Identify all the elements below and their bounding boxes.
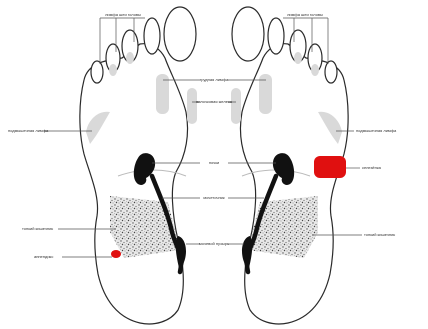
right-big-toe: [232, 7, 264, 61]
label-lymph-head-neck-right: лимфа шеи головы: [287, 12, 323, 17]
left-foot-outline: [80, 44, 188, 324]
right-bladder: [242, 236, 252, 273]
left-foot: [80, 7, 197, 324]
label-appendix: аппендикс: [34, 254, 53, 259]
label-ureters: мочеточник: [203, 195, 224, 200]
label-axillary-left: подмышечная лимфа: [8, 128, 48, 133]
right-toe-5: [325, 61, 337, 83]
right-thymus-zone: [231, 88, 241, 124]
label-bladder: мочевой пузырь: [199, 241, 229, 246]
label-spleen: селезёнка: [362, 165, 381, 170]
spleen-spot: [314, 156, 346, 178]
right-toe-2: [268, 18, 284, 54]
label-thymus: вилочковая железа: [196, 99, 232, 104]
label-small-intestine-right: тонкий кишечник: [364, 232, 395, 237]
label-axillary-right: подмышечная лимфа: [356, 128, 396, 133]
left-toe-lymph-zone-3: [126, 52, 134, 64]
left-bladder: [176, 236, 186, 273]
left-thymus-zone: [187, 88, 197, 124]
left-big-toe: [164, 7, 196, 61]
right-foot-outline: [240, 44, 348, 324]
right-foot: [231, 7, 348, 324]
right-axillary-zone: [318, 112, 342, 144]
left-toe-5: [91, 61, 103, 83]
label-small-intestine-left: тонкий кишечник: [22, 226, 53, 231]
right-toe-lymph-zone-3: [294, 52, 302, 64]
label-kidneys: почки: [209, 160, 219, 165]
left-toe-lymph-zone-4: [109, 64, 117, 76]
label-thoracic-lymph: грудная лимфа: [200, 77, 228, 82]
right-toe-lymph-zone-4: [311, 64, 319, 76]
left-axillary-zone: [86, 112, 110, 144]
appendix-spot: [111, 250, 121, 258]
left-toe-2: [144, 18, 160, 54]
label-lymph-head-neck-left: лимфа шеи головы: [105, 12, 141, 17]
